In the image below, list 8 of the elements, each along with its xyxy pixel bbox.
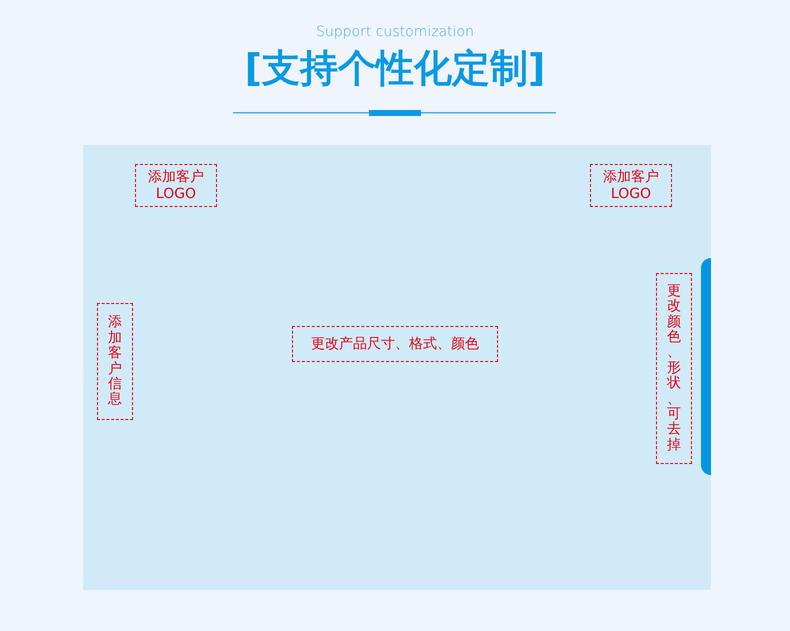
panel-background [83,145,711,590]
title: [支持个性化定制] [244,45,546,92]
dashed-text-box: 更改产品尺寸、格式、颜色 [292,326,498,362]
dashed-text-box: 添加客户LOGO [135,164,217,207]
dashed-text-box: 更改颜色、形状、可去掉 [656,273,692,464]
subtitle: Support customization [315,24,475,40]
dashed-text-box: 添加客户信息 [97,303,133,420]
dashed-text-box: 添加客户LOGO [590,164,672,207]
